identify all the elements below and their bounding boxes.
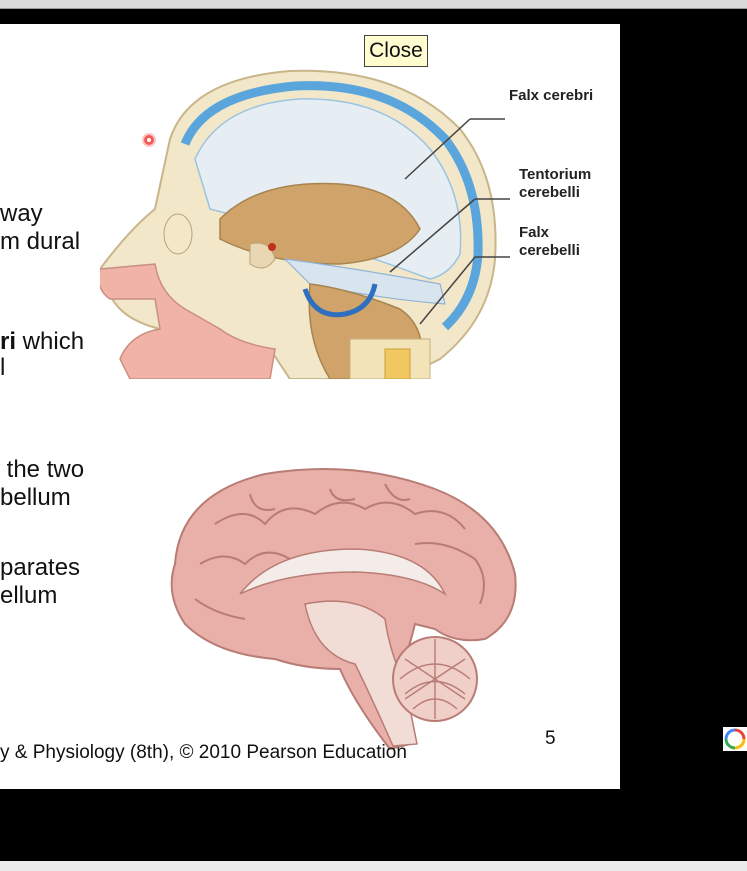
label-falx-cerebelli-line-2: cerebelli: [519, 242, 580, 259]
body-text-line-8: ellum: [0, 582, 58, 609]
body-text-line-7: parates: [0, 554, 81, 581]
slide-canvas: way m dural ri which l the two bellum pa…: [0, 24, 620, 789]
slide-footer: y & Physiology (8th), © 2010 Pearson Edu…: [0, 742, 407, 763]
window-top-bar: [0, 0, 747, 9]
label-tentorium-line-1: Tentorium: [519, 166, 592, 183]
colorful-swirl-icon[interactable]: [723, 727, 747, 751]
body-text-line-6: bellum: [0, 484, 71, 511]
red-dot-marker-icon: [144, 135, 154, 145]
label-falx-cerebelli-line-1: Falx: [519, 224, 550, 241]
window-bottom-bar: [0, 861, 747, 871]
body-text-line-4: l: [0, 354, 6, 381]
body-text-line-5: the two: [0, 456, 85, 483]
body-text-line-3: ri which: [0, 328, 84, 356]
slide-number: 5: [545, 728, 556, 749]
body-text-line-2: m dural: [0, 228, 81, 255]
bold-term: ri: [0, 328, 17, 355]
close-button[interactable]: Close: [364, 35, 428, 67]
body-text-rest: which: [16, 328, 85, 355]
label-tentorium-line-2: cerebelli: [519, 184, 580, 201]
body-text-line-1: way: [0, 200, 43, 227]
brain-sagittal-illustration: [170, 468, 517, 751]
head-sagittal-illustration: [100, 69, 510, 379]
label-falx-cerebri: Falx cerebri: [509, 87, 594, 104]
